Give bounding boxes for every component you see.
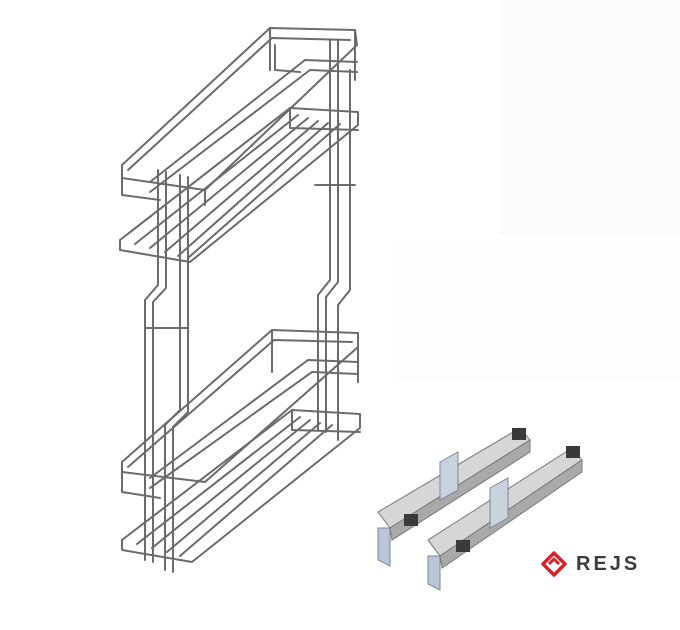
background-panel [395, 240, 680, 380]
lower-basket [121, 329, 361, 563]
brand-name: REJS [576, 552, 641, 575]
slide-rail-right [427, 446, 583, 591]
background-panel [500, 0, 680, 235]
brand-logo: REJS [540, 548, 640, 580]
rejs-logo-icon [541, 551, 567, 577]
slide-rail-left [377, 427, 531, 567]
upper-basket [119, 27, 359, 263]
